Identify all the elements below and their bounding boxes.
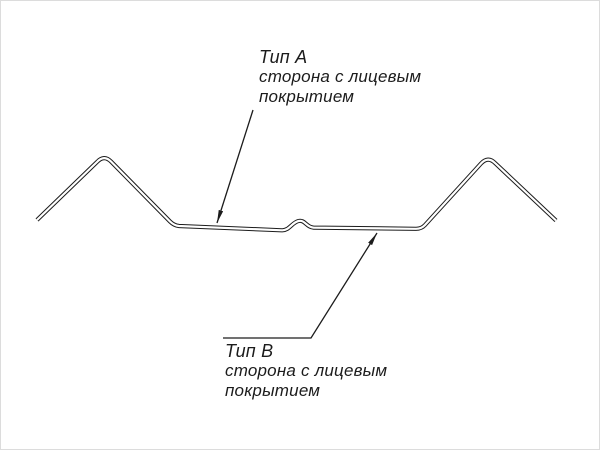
- leader-line-type-b: [223, 232, 378, 339]
- callout-type-a: Тип А сторона с лицевым покрытием: [259, 47, 421, 107]
- profile-sheet-outline: [35, 156, 558, 233]
- callout-type-a-line2: покрытием: [259, 87, 355, 106]
- profile-sheet-core: [36, 157, 557, 232]
- callout-type-b: Тип В сторона с лицевым покрытием: [225, 341, 387, 401]
- callout-type-a-title: Тип А: [259, 47, 308, 67]
- leader-line-type-a: [216, 109, 254, 224]
- callout-type-b-title: Тип В: [225, 341, 274, 361]
- callout-type-b-line2: покрытием: [225, 381, 321, 400]
- callout-type-a-line1: сторона с лицевым: [259, 67, 422, 86]
- callout-type-b-line1: сторона с лицевым: [225, 361, 388, 380]
